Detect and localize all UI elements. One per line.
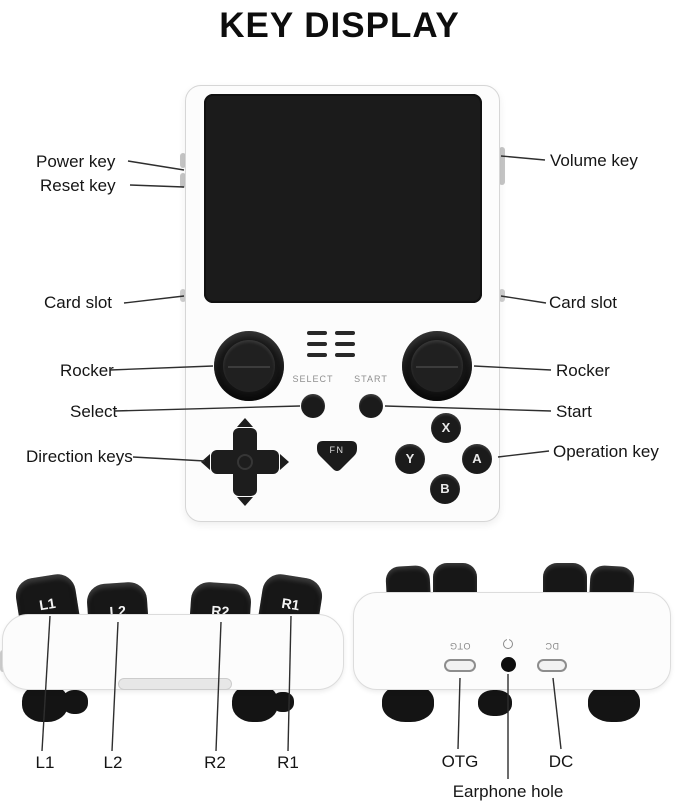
callout-card-slot-left: Card slot bbox=[44, 293, 113, 312]
bottom-label-l1: L1 bbox=[35, 753, 55, 772]
dc-print-label: DC bbox=[545, 641, 559, 651]
callout-reset-key: Reset key bbox=[40, 176, 116, 195]
leader-reset-key bbox=[129, 184, 185, 188]
button-x: X bbox=[431, 413, 461, 443]
left-view-foot-3 bbox=[232, 684, 278, 722]
left-view-foot-4 bbox=[272, 692, 294, 712]
dpad-center bbox=[237, 454, 253, 470]
dpad-up-arrow-icon bbox=[237, 418, 253, 427]
shoulder-view-slot bbox=[118, 678, 232, 690]
right-view-foot-1 bbox=[382, 684, 434, 722]
fn-button-label: FN bbox=[330, 445, 345, 455]
earphone-hole-label: Earphone hole bbox=[452, 782, 564, 801]
callout-start: Start bbox=[556, 402, 592, 421]
callout-power-key: Power key bbox=[36, 152, 116, 171]
dpad-right-arrow-icon bbox=[280, 454, 289, 470]
bottom-label-otg: OTG bbox=[441, 752, 479, 771]
callout-select: Select bbox=[70, 402, 118, 421]
shoulder-button-l1-label: L1 bbox=[38, 594, 57, 614]
callout-direction-keys: Direction keys bbox=[26, 447, 133, 466]
select-button bbox=[301, 394, 325, 418]
right-view-foot-4 bbox=[604, 700, 630, 720]
fn-button: FN bbox=[317, 441, 357, 471]
dpad-down-arrow-icon bbox=[237, 497, 253, 506]
direction-pad bbox=[201, 418, 289, 506]
reset-side-button bbox=[180, 173, 186, 188]
callout-card-slot-right: Card slot bbox=[549, 293, 618, 312]
button-y: Y bbox=[395, 444, 425, 474]
start-print-label: START bbox=[354, 374, 388, 384]
callout-rocker-left: Rocker bbox=[60, 361, 114, 380]
button-b: B bbox=[430, 474, 460, 504]
bottom-label-l2: L2 bbox=[103, 753, 123, 772]
dc-port bbox=[537, 659, 567, 672]
callout-rocker-right: Rocker bbox=[556, 361, 610, 380]
select-print-label: SELECT bbox=[292, 374, 334, 384]
page-title: KEY DISPLAY bbox=[219, 6, 460, 45]
right-rocker bbox=[402, 331, 472, 401]
callout-operation-key: Operation key bbox=[553, 442, 659, 461]
button-a: A bbox=[462, 444, 492, 474]
earphone-hole bbox=[501, 657, 516, 672]
dpad-left-arrow-icon bbox=[201, 454, 210, 470]
start-button bbox=[359, 394, 383, 418]
leader-power-key bbox=[127, 160, 185, 171]
otg-port bbox=[444, 659, 476, 672]
power-symbol-icon bbox=[503, 639, 513, 649]
callout-volume-key: Volume key bbox=[550, 151, 638, 170]
left-view-foot-2 bbox=[62, 690, 88, 714]
right-view-foot-2 bbox=[478, 690, 512, 716]
otg-print-label: OTG bbox=[449, 641, 471, 651]
volume-side-button bbox=[499, 147, 505, 185]
bottom-label-r2: R2 bbox=[204, 753, 226, 772]
console-screen bbox=[204, 94, 482, 303]
bottom-label-r1: R1 bbox=[277, 753, 299, 772]
leader-operation-key bbox=[497, 450, 550, 458]
bottom-label-dc: DC bbox=[548, 752, 574, 771]
leader-card-slot-left bbox=[123, 295, 185, 304]
leader-volume-key bbox=[500, 155, 546, 161]
leader-card-slot-right bbox=[500, 295, 547, 304]
left-rocker bbox=[214, 331, 284, 401]
speaker-grille-icon bbox=[307, 331, 355, 357]
left-rocker-cap bbox=[223, 340, 275, 392]
shoulder-view-body bbox=[2, 614, 344, 690]
right-rocker-cap bbox=[411, 340, 463, 392]
shoulder-button-r1-label: R1 bbox=[280, 594, 301, 614]
